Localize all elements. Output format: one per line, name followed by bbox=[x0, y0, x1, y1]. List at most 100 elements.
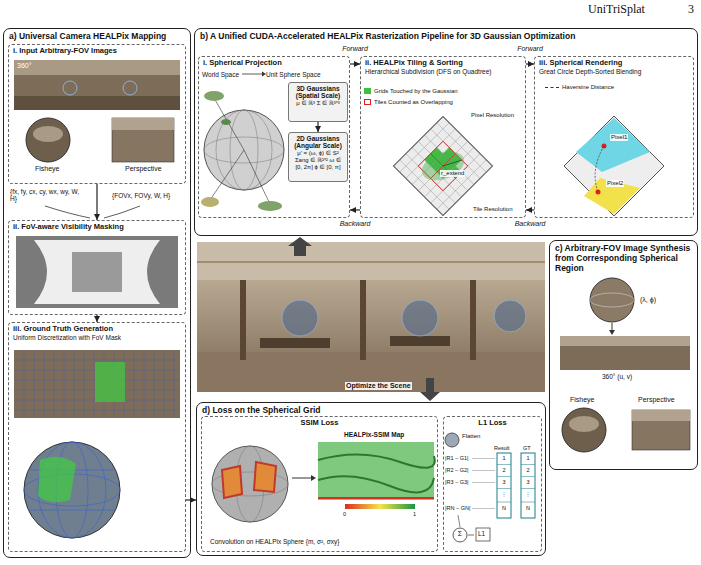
input-images-part bbox=[104, 206, 140, 218]
panel-box: d) Loss on the Spherical GridSSIM LossL1… bbox=[196, 402, 546, 556]
spherical-projection-part bbox=[210, 98, 270, 204]
gaussian-box: 3D Gaussians (Spatial Scale)μ ∈ ℝ³ Σ ∈ ℝ… bbox=[288, 82, 348, 122]
text-label: (λ, ϕ) bbox=[640, 296, 656, 304]
text-label: N bbox=[497, 505, 511, 511]
box-title: a) Universal Camera HEALPix Mapping bbox=[9, 32, 185, 42]
scene-panorama-part bbox=[197, 261, 545, 263]
text-label: Fisheye bbox=[570, 396, 595, 404]
text-label: 360° (u, v) bbox=[602, 373, 632, 380]
spherical-projection-part bbox=[242, 74, 262, 75]
text-label: GT bbox=[523, 445, 531, 451]
text-label: 0 bbox=[343, 511, 346, 517]
healpix-tiling-part bbox=[418, 146, 468, 185]
l1-illustration-part bbox=[445, 433, 459, 447]
scene-panorama-part bbox=[470, 280, 476, 360]
scene-panorama-part bbox=[197, 352, 545, 392]
text-label: 1 bbox=[497, 455, 511, 461]
l1-illustration bbox=[445, 433, 535, 542]
flow-arrow bbox=[526, 63, 534, 64]
spherical-rendering-part bbox=[595, 146, 604, 192]
text-label: ⋮ bbox=[521, 491, 535, 497]
text-label: {fx, fy, cx, cy, wx, wy, W, H} bbox=[10, 188, 82, 203]
text-label: 3 bbox=[688, 3, 694, 17]
box-text: Hierarchical Subdivision (DFS on Quadtre… bbox=[365, 68, 521, 75]
healpix-tiling bbox=[394, 117, 493, 216]
fov-synthesis-part bbox=[632, 410, 690, 450]
ground-truth-images-part bbox=[24, 442, 120, 538]
box-title: c) Arbitrary-FOV Image Synthesis from Co… bbox=[555, 244, 692, 273]
input-images-part bbox=[112, 118, 174, 130]
text-label: {FOVx, FOVy, W, H} bbox=[112, 192, 170, 199]
legend-text: Grids Touched by the Gaussian bbox=[374, 88, 458, 94]
text-label: N bbox=[521, 505, 535, 511]
l1-illustration-part bbox=[521, 453, 535, 518]
ssim-illustration-part bbox=[345, 504, 415, 509]
spherical-projection-part bbox=[221, 119, 231, 125]
box-title: i. Input Arbitrary-FOV Images bbox=[13, 47, 181, 56]
text-label: Pixel1 bbox=[610, 134, 628, 141]
edge-label: Forward bbox=[341, 45, 369, 53]
text-label: 1 bbox=[413, 511, 416, 517]
scene-panorama-part bbox=[197, 242, 545, 280]
visibility-mask-part bbox=[72, 252, 122, 292]
fov-synthesis-part bbox=[609, 330, 615, 335]
ground-truth-images-part bbox=[14, 350, 180, 418]
input-images-part bbox=[14, 96, 180, 110]
panel-box: b) A Unified CUDA-Accelerated HEALPix Ra… bbox=[194, 28, 698, 236]
legend-text: Tiles Counted as Overlapping bbox=[374, 99, 453, 105]
text-label: Result bbox=[494, 445, 510, 451]
text-label: Unit Sphere Space bbox=[266, 71, 321, 78]
text-label: Pixel Resolution bbox=[470, 112, 515, 119]
box-text: Uniform Discretization with FoV Mask bbox=[13, 334, 181, 341]
fov-synthesis-part bbox=[560, 336, 690, 346]
text-label: 2 bbox=[521, 467, 535, 473]
ssim-illustration-part bbox=[318, 442, 434, 500]
legend-entry: Grids Touched by the Gaussian bbox=[364, 88, 458, 95]
ssim-illustration-part bbox=[311, 475, 316, 481]
l1-illustration-part bbox=[476, 528, 490, 541]
fov-synthesis-part bbox=[632, 410, 690, 421]
legend-dashed-line bbox=[545, 87, 559, 88]
text-label: |R3 − G3| bbox=[445, 479, 469, 485]
edge-label: Backward bbox=[514, 220, 547, 228]
input-images-part bbox=[112, 118, 174, 162]
input-images-part bbox=[63, 81, 77, 95]
stage-box: i. Input Arbitrary-FOV Images bbox=[8, 44, 186, 184]
scene-panorama-part bbox=[240, 280, 246, 360]
ground-truth-images-part bbox=[38, 457, 76, 502]
l1-illustration-part bbox=[472, 459, 495, 509]
spherical-projection bbox=[201, 72, 284, 212]
visibility-mask-part bbox=[34, 240, 160, 304]
text-label: 360° bbox=[17, 62, 31, 70]
text-label: Optimize the Scene bbox=[345, 382, 412, 390]
fov-synthesis-part bbox=[569, 416, 599, 432]
text-label: Tile Resolution bbox=[472, 206, 513, 213]
text-label: |R2 − G2| bbox=[445, 467, 469, 473]
scene-panorama-part bbox=[360, 280, 366, 360]
box-title: ii. FoV-aware Visibility Masking bbox=[13, 223, 181, 232]
stage-box: i. Spherical Projection3D Gaussians (Spa… bbox=[198, 56, 350, 218]
text-label: L1 bbox=[478, 530, 485, 537]
legend-swatch bbox=[364, 88, 371, 94]
edge-label: Backward bbox=[339, 220, 372, 228]
text-label: 3 bbox=[497, 479, 511, 485]
legend-entry: Haversine Distance bbox=[545, 84, 614, 91]
box-title: b) A Unified CUDA-Accelerated HEALPix Ra… bbox=[200, 32, 692, 42]
input-images-part bbox=[26, 118, 70, 162]
spherical-rendering-part bbox=[584, 178, 640, 214]
healpix-tiling-part-part bbox=[394, 117, 493, 216]
text-label: |RN − GN| bbox=[445, 505, 470, 511]
text-label: Perspective bbox=[638, 396, 675, 404]
spherical-rendering-part bbox=[576, 118, 650, 172]
legend-outline-swatch bbox=[364, 99, 371, 105]
spherical-rendering bbox=[564, 116, 664, 216]
stage-box: ii. FoV-aware Visibility Masking bbox=[8, 220, 186, 315]
fov-synthesis-part bbox=[590, 278, 634, 322]
spherical-projection-part bbox=[258, 201, 282, 211]
healpix-tiling-part bbox=[443, 160, 462, 166]
visibility-mask bbox=[16, 236, 178, 308]
ssim-illustration-part bbox=[222, 466, 242, 498]
text-label: r_extend bbox=[440, 170, 465, 177]
l1-illustration-part bbox=[468, 535, 474, 536]
